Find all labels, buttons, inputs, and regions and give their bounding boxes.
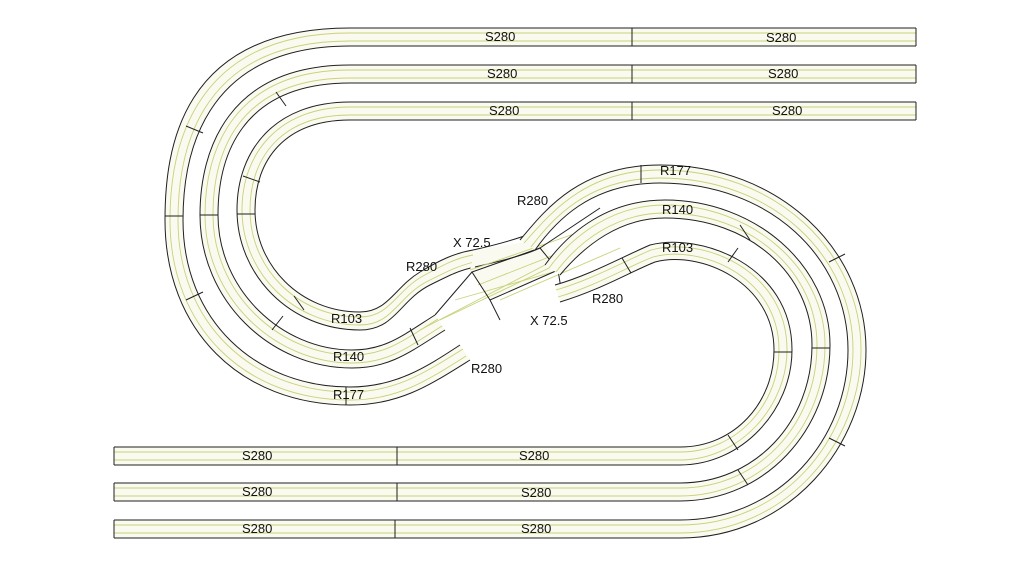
- straight-label: S280: [489, 103, 519, 118]
- bottom-straight-row-1: S280 S280: [113, 446, 680, 466]
- top-straight-row-1: S280 S280: [350, 27, 917, 47]
- curve-label-r140-right: R140: [662, 202, 693, 217]
- right-curve-outer: [519, 164, 867, 539]
- straight-label: S280: [485, 29, 515, 44]
- left-curve-middle: [199, 64, 446, 369]
- straight-label: S280: [242, 521, 272, 536]
- top-straight-row-3: S280 S280: [350, 101, 917, 121]
- straight-label: S280: [519, 448, 549, 463]
- crossing-label-r280-upper: R280: [517, 193, 548, 208]
- right-curve-middle: [544, 199, 831, 502]
- straight-label: S280: [766, 30, 796, 45]
- crossing-label-r280-lower: R280: [471, 361, 502, 376]
- crossing-label-x725-right: X 72.5: [530, 313, 568, 328]
- crossing-label-r280-mid-right: R280: [592, 291, 623, 306]
- straight-label: S280: [768, 66, 798, 81]
- crossing-label-r280-mid-left: R280: [406, 259, 437, 274]
- straight-label: S280: [487, 66, 517, 81]
- straight-label: S280: [521, 521, 551, 536]
- curve-label-r177-left: R177: [333, 387, 364, 402]
- right-curve-inner: [554, 241, 793, 466]
- left-curve-inner: [236, 101, 476, 331]
- curve-label-r103-left: R103: [331, 311, 362, 326]
- curve-label-r140-left: R140: [333, 349, 364, 364]
- bottom-straight-row-2: S280 S280: [113, 482, 680, 502]
- straight-label: S280: [242, 484, 272, 499]
- crossing-label-x725-left: X 72.5: [453, 235, 491, 250]
- left-curve-outer: [164, 27, 471, 406]
- top-straight-row-2: S280 S280: [350, 64, 917, 84]
- straight-label: S280: [242, 448, 272, 463]
- curve-label-r177-right: R177: [660, 163, 691, 178]
- straight-label: S280: [772, 103, 802, 118]
- straight-label: S280: [521, 485, 551, 500]
- curve-label-r103-right: R103: [662, 240, 693, 255]
- bottom-straight-row-3: S280 S280: [113, 519, 680, 539]
